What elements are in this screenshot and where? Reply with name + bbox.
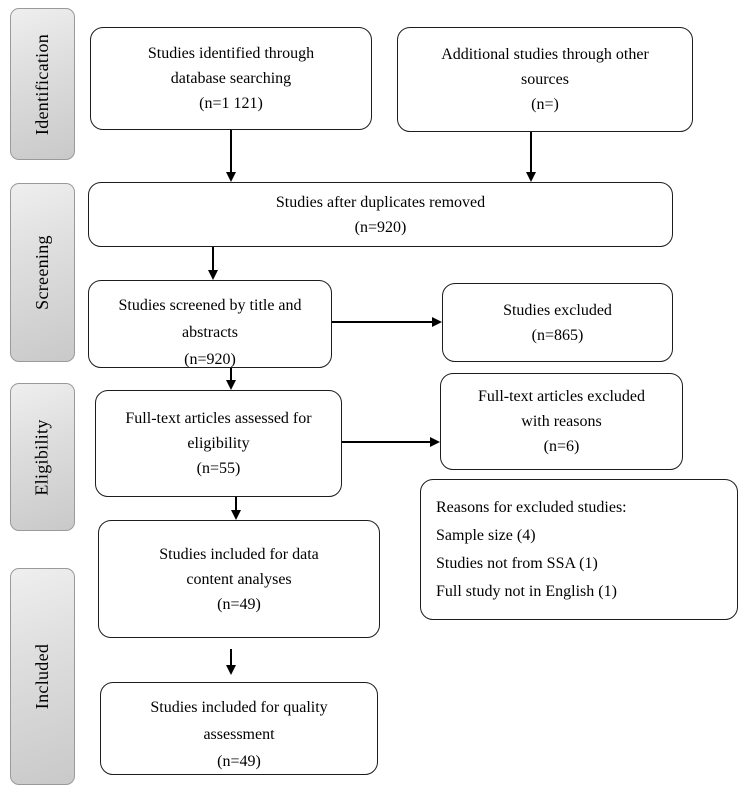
box-fulltext-excluded-count: (n=6) bbox=[543, 438, 580, 455]
arrow-head bbox=[526, 172, 536, 182]
box-quality-assessment: Studies included for quality assessment … bbox=[100, 682, 378, 775]
stage-included-label: Included bbox=[32, 643, 52, 710]
arrow-head bbox=[226, 665, 236, 675]
box-exclusion-reasons-title: Reasons for excluded studies: bbox=[436, 498, 627, 516]
arrow-head bbox=[430, 437, 440, 447]
box-data-analyses: Studies included for data content analys… bbox=[98, 520, 380, 638]
box-fulltext-excluded-line2: with reasons bbox=[521, 413, 602, 430]
box-studies-excluded: Studies excluded (n=865) bbox=[442, 283, 673, 362]
stage-eligibility: Eligibility bbox=[10, 383, 75, 531]
box-duplicates-removed: Studies after duplicates removed (n=920) bbox=[88, 182, 673, 247]
box-studies-identified-line1: Studies identified through bbox=[147, 45, 315, 62]
box-data-analyses-line1: Studies included for data bbox=[159, 545, 319, 563]
box-fulltext-assessed-line2: eligibility bbox=[187, 435, 250, 452]
box-additional-studies-count: (n=) bbox=[531, 96, 559, 113]
box-quality-assessment-line1: Studies included for quality bbox=[150, 699, 328, 716]
box-exclusion-reason-not-ssa: Studies not from SSA (1) bbox=[436, 554, 598, 572]
box-exclusion-reasons: Reasons for excluded studies: Sample siz… bbox=[420, 479, 738, 620]
box-exclusion-reason-not-english: Full study not in English (1) bbox=[436, 582, 617, 600]
box-data-analyses-count: (n=49) bbox=[217, 595, 261, 613]
box-additional-studies-line1: Additional studies through other bbox=[441, 46, 649, 63]
box-studies-identified: Studies identified through database sear… bbox=[90, 27, 372, 130]
box-duplicates-removed-line1: Studies after duplicates removed bbox=[275, 193, 486, 211]
stage-screening-label: Screening bbox=[32, 235, 52, 310]
box-exclusion-reason-sample-size: Sample size (4) bbox=[436, 526, 536, 544]
stage-identification: Identification bbox=[10, 8, 75, 160]
box-fulltext-excluded-line1: Full-text articles excluded bbox=[477, 388, 646, 405]
stage-included: Included bbox=[10, 568, 75, 785]
box-fulltext-assessed: Full-text articles assessed for eligibil… bbox=[95, 390, 342, 497]
box-fulltext-assessed-line1: Full-text articles assessed for bbox=[125, 410, 312, 427]
stage-screening: Screening bbox=[10, 183, 75, 362]
box-studies-identified-line2: database searching bbox=[170, 70, 292, 87]
box-fulltext-excluded: Full-text articles excluded with reasons… bbox=[440, 373, 683, 470]
box-quality-assessment-count: (n=49) bbox=[217, 753, 261, 770]
box-studies-identified-count: (n=1 121) bbox=[199, 95, 263, 112]
arrow-head bbox=[432, 317, 442, 327]
arrow-line bbox=[342, 441, 431, 443]
arrow-head bbox=[226, 380, 236, 390]
box-studies-excluded-count: (n=865) bbox=[531, 326, 584, 344]
box-screened-line1: Studies screened by title and bbox=[118, 297, 302, 314]
arrow-head bbox=[231, 510, 241, 520]
stage-identification-label: Identification bbox=[32, 33, 53, 135]
arrow-line bbox=[530, 132, 532, 174]
box-data-analyses-line2: content analyses bbox=[186, 570, 292, 588]
box-screened: Studies screened by title and abstracts … bbox=[88, 280, 332, 368]
arrow-line bbox=[230, 368, 232, 382]
box-fulltext-assessed-count: (n=55) bbox=[196, 460, 241, 477]
box-additional-studies-line2: sources bbox=[521, 71, 569, 88]
arrow-line bbox=[230, 130, 232, 174]
arrow-line bbox=[332, 321, 433, 323]
stage-eligibility-label: Eligibility bbox=[32, 418, 52, 496]
arrow-line bbox=[230, 649, 232, 666]
arrow-line bbox=[212, 247, 214, 272]
box-screened-line2: abstracts bbox=[182, 324, 238, 341]
arrow-head bbox=[208, 270, 218, 280]
arrow-line bbox=[235, 497, 237, 511]
box-duplicates-removed-count: (n=920) bbox=[354, 218, 407, 236]
box-quality-assessment-line2: assessment bbox=[203, 726, 275, 743]
box-studies-excluded-line1: Studies excluded bbox=[503, 301, 612, 319]
box-additional-studies: Additional studies through other sources… bbox=[397, 27, 693, 132]
arrow-head bbox=[226, 172, 236, 182]
box-screened-count: (n=920) bbox=[184, 351, 236, 368]
